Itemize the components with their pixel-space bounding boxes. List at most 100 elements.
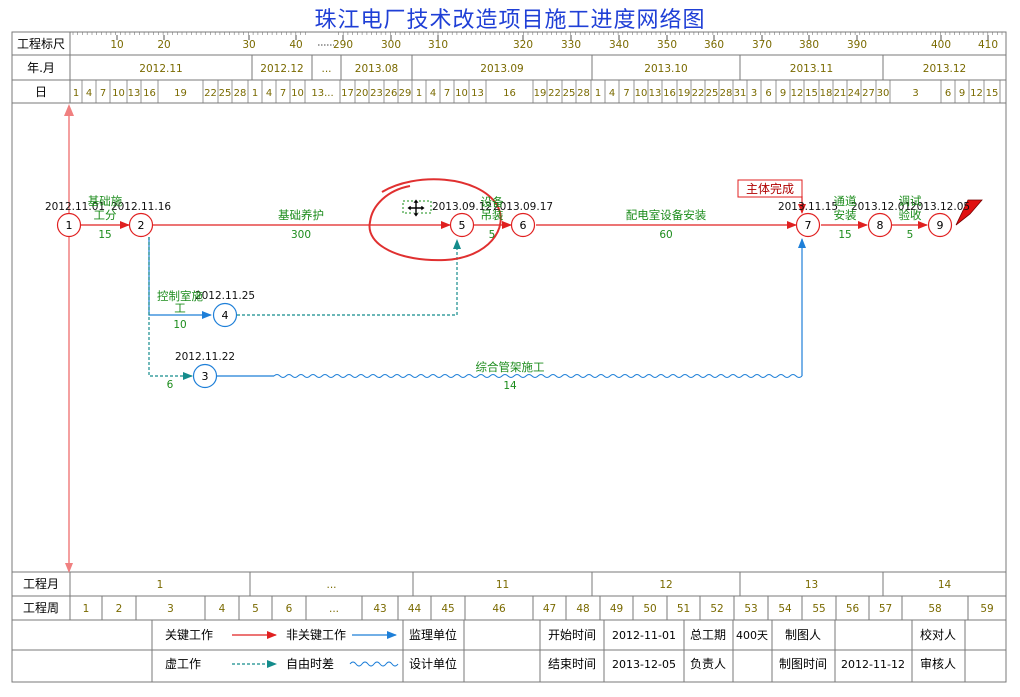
proj-week-value: 2 [116, 603, 123, 615]
month-row-label: 年.月 [27, 61, 55, 75]
legend-designer-label: 设计单位 [409, 656, 457, 671]
activity-2-3-duration: 6 [167, 379, 174, 391]
scale-tick-label: 310 [428, 39, 448, 51]
page-title: 珠江电厂技术改造项目施工进度网络图 [314, 8, 706, 33]
scale-tick-label: 380 [799, 39, 819, 51]
node-3-number: 3 [202, 370, 209, 383]
day-label: 16 [143, 88, 156, 99]
day-label: 1 [73, 88, 79, 99]
milestone-label: 主体完成 [746, 181, 794, 196]
node-6-number: 6 [520, 219, 527, 232]
proj-week-value: 48 [576, 603, 589, 615]
day-label: 10 [291, 88, 304, 99]
activity-6-7-duration: 60 [659, 229, 672, 241]
legend-grid [12, 620, 1006, 682]
proj-month-value: 1 [157, 579, 164, 591]
node-9-circle [927, 212, 953, 238]
day-label: 25 [219, 88, 232, 99]
proj-week-value: 59 [980, 603, 993, 615]
proj-week-value: 50 [643, 603, 656, 615]
node-9-number: 9 [937, 219, 944, 232]
scale-tick-label: 290 [333, 39, 353, 51]
node-5-number: 5 [459, 219, 466, 232]
day-label: 12 [970, 88, 983, 99]
legend-supervisor-label: 监理单位 [409, 627, 457, 642]
node-2-number: 2 [138, 219, 145, 232]
activity-1-2-name: 基础施 [88, 194, 123, 208]
month-label: 2012.11 [139, 63, 182, 75]
day-label: 27 [862, 88, 875, 99]
scale-row-label: 工程标尺 [17, 36, 65, 51]
day-label: 4 [266, 88, 272, 99]
month-label: ... [321, 63, 331, 75]
proj-week-value: 4 [219, 603, 226, 615]
proj-month-value: 13 [805, 579, 818, 591]
activity-6-7-name: 配电室设备安装 [626, 208, 707, 222]
activity-2-5-name: 基础养护 [278, 208, 324, 222]
dummy-4-5 [237, 239, 461, 316]
day-label: 4 [430, 88, 436, 99]
day-label: 15 [986, 88, 999, 99]
node-2-circle [128, 212, 154, 238]
activity-8-9-name: 调试 [899, 194, 922, 208]
activity-2-4-name: 工 [174, 301, 186, 315]
activity-3-7-name: 综合管架施工 [476, 360, 545, 374]
day-label: 7 [444, 88, 450, 99]
activity-5-6-name: 设备 [481, 195, 504, 209]
day-label: 4 [609, 88, 615, 99]
proj-week-value: 53 [744, 603, 757, 615]
proj-week-label: 工程周 [23, 600, 59, 615]
day-label: 20 [356, 88, 369, 99]
proj-week-value: 54 [778, 603, 792, 615]
legend-noncritical-label: 非关键工作 [286, 628, 346, 642]
node-1-date: 2012.11.01 [45, 201, 105, 213]
day-label: 13 [128, 88, 141, 99]
activity-7-8-duration: 15 [838, 229, 851, 241]
node-8-date: 2013.12.01 [851, 201, 911, 213]
day-label: 26 [385, 88, 398, 99]
month-label: 2013.11 [790, 63, 833, 75]
proj-week-value: 57 [879, 603, 892, 615]
proj-week-value: 51 [677, 603, 690, 615]
node-2-date: 2012.11.16 [111, 201, 171, 213]
activity-7-8-name: 通道 [834, 194, 857, 208]
proj-week-value: 55 [812, 603, 825, 615]
day-label: 9 [959, 88, 965, 99]
scale-tick-label: 330 [561, 39, 581, 51]
legend-duration-label: 总工期 [690, 628, 726, 642]
day-label: 10 [635, 88, 648, 99]
day-label: 19 [534, 88, 547, 99]
node-4-number: 4 [222, 309, 229, 322]
day-label: 25 [563, 88, 576, 99]
activity-labels: 基础施工分15基础养护300设备吊装5配电室设备安装60通道安装15调试验收5控… [88, 194, 922, 392]
proj-week-value: 43 [373, 603, 386, 615]
day-label: 1 [595, 88, 601, 99]
scale-tick-label: 370 [752, 39, 772, 51]
day-label: 3 [751, 88, 757, 99]
day-label: 7 [280, 88, 286, 99]
activity-2-5-duration: 300 [291, 229, 311, 241]
scale-tick-label: 350 [657, 39, 677, 51]
day-label: 28 [720, 88, 733, 99]
node-4-circle [212, 302, 238, 328]
day-label: 22 [204, 88, 217, 99]
day-label: 30 [877, 88, 890, 99]
legend-start-label: 开始时间 [548, 628, 596, 642]
node-8-number: 8 [877, 219, 884, 232]
network-edges [81, 196, 928, 380]
proj-week-value: 49 [610, 603, 623, 615]
day-label: 29 [399, 88, 412, 99]
day-label: 18 [820, 88, 833, 99]
month-label: 2013.10 [644, 63, 687, 75]
day-label: 7 [623, 88, 629, 99]
scale-tick-label: 340 [609, 39, 629, 51]
day-label: 1 [252, 88, 258, 99]
activity-7-8-name: 安装 [834, 208, 857, 222]
proj-week-value: 3 [167, 603, 174, 615]
proj-week-value: ... [329, 603, 339, 615]
day-label: 10 [112, 88, 125, 99]
